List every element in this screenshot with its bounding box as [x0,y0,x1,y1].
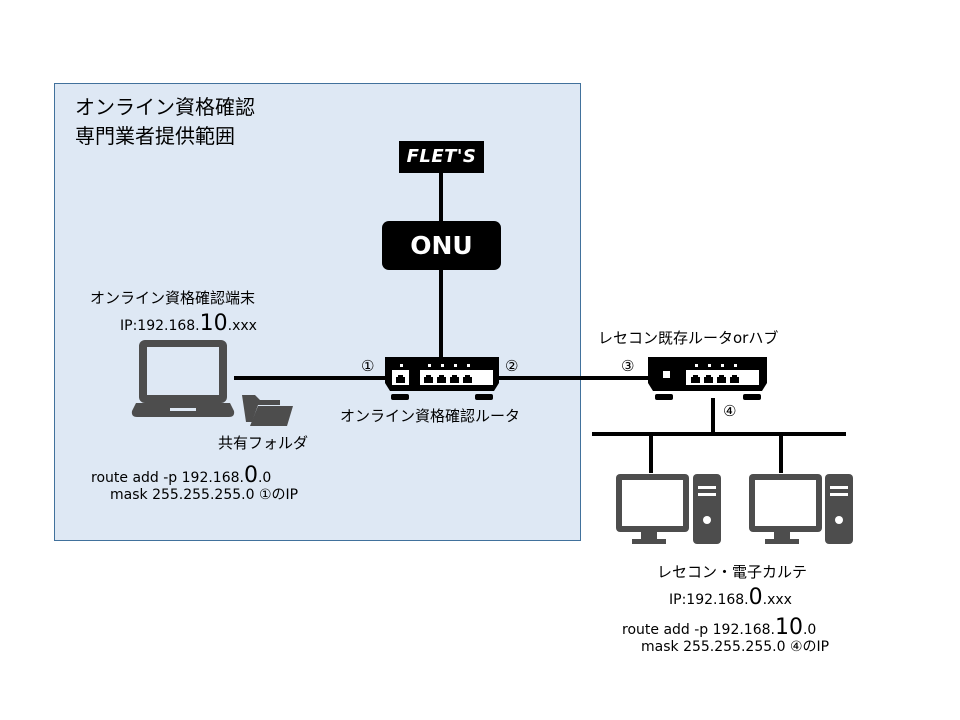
terminal-route-line1: route add -p 192.168.0.0 [91,465,271,489]
desktop-pc-icon [616,474,721,544]
port-3-label: ③ [621,357,635,375]
terminal-ip-subnet: 10 [199,311,228,336]
pc-route-prefix: route add -p 192.168. [622,622,775,638]
terminal-name: オンライン資格確認端末 [90,289,256,307]
laptop-icon [131,340,235,417]
terminal-ip: IP:192.168.10.xxx [120,312,257,338]
route-prefix: route add -p 192.168. [91,470,244,486]
hub-label: レセコン既存ルータorハブ [598,329,779,347]
route-subnet: 0 [243,463,258,488]
pc-ip-prefix: IP:192.168. [669,592,749,608]
port-4-label: ④ [723,402,737,420]
pc-route-subnet: 10 [774,615,803,640]
pc-ip-suffix: .xxx [762,592,792,608]
pc-route-line1: route add -p 192.168.10.0 [622,617,816,641]
router-label: オンライン資格確認ルータ [340,407,521,425]
port-2-label: ② [505,357,519,375]
folder-open-icon [242,395,293,426]
zone-title-line1: オンライン資格確認 [75,95,255,119]
desktop-pc-icon [749,474,853,544]
pc-ip-subnet: 0 [748,585,763,610]
port-1-label: ① [361,357,375,375]
zone-title: オンライン資格確認 専門業者提供範囲 [75,93,255,151]
terminal-ip-suffix: .xxx [227,318,257,334]
flets-label: FLET'S [399,141,484,173]
receipt-pcs-ip: IP:192.168.0.xxx [669,586,792,612]
terminal-route-line2: mask 255.255.255.0 ①のIP [110,487,299,503]
pc-route-line2: mask 255.255.255.0 ④のIP [641,639,830,655]
receipt-pcs-label: レセコン・電子カルテ [657,563,808,581]
terminal-ip-prefix: IP:192.168. [120,318,200,334]
hub-icon [648,357,767,400]
pc-route-suffix: .0 [802,622,817,638]
zone-title-line2: 専門業者提供範囲 [75,124,235,148]
shared-folder-label: 共有フォルダ [218,434,309,452]
provider-scope-zone [54,83,581,541]
route-suffix: .0 [257,470,272,486]
onu-box: ONU [382,221,501,270]
router-icon [385,357,499,400]
